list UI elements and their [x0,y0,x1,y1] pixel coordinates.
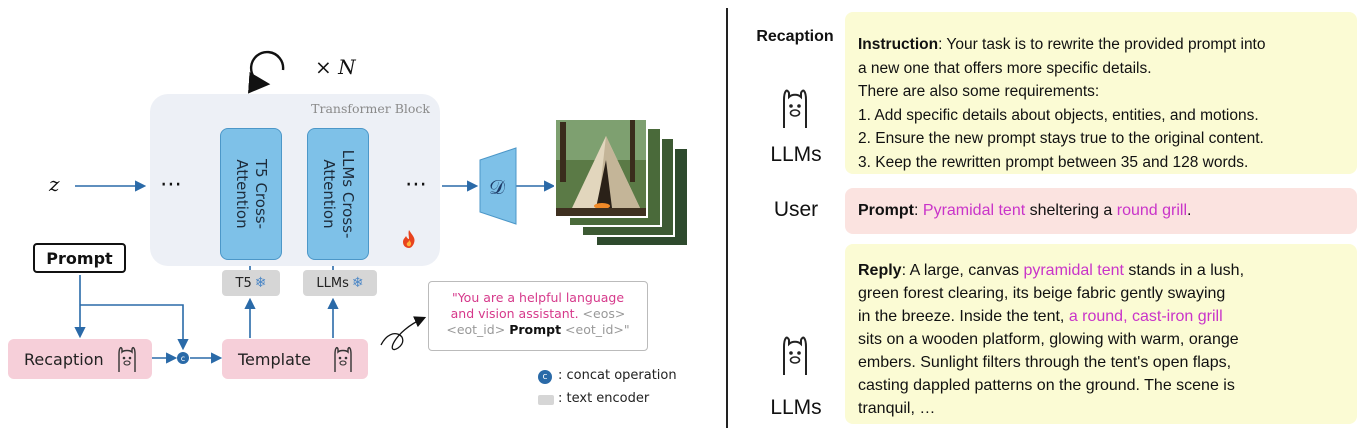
prompt-panel: Prompt: Pyramidal tent sheltering a roun… [845,188,1357,234]
template-text-box: "You are a helpful language and vision a… [428,281,648,351]
recaption-title: Recaption [756,28,834,45]
prompt-highlight-tent: Pyramidal tent [922,202,1026,219]
snowflake-icon: ❄ [254,275,267,291]
instruction-line: 2. Ensure the new prompt stays true to t… [858,130,1264,147]
video-frames [554,118,689,247]
prompt-heading: Prompt [858,202,914,219]
reply-text: casting dappled patterns on the ground. … [858,377,1235,394]
instruction-panel: Instruction: Your task is to rewrite the… [845,12,1357,174]
reply-heading: Reply [858,262,902,279]
reply-text: tranquil, … [858,400,936,417]
svg-text:c: c [181,354,185,363]
template-text-line2: and vision assistant. [450,306,579,321]
llms-cross-attention-label: LLMs Cross-Attention [320,149,357,239]
template-eot-close: <eot_id>" [565,322,630,337]
link-arrow-icon [380,316,427,351]
user-label: User [773,198,819,221]
template-prompt-token: Prompt [509,322,562,337]
reply-text: stands in a lush, [1123,262,1245,279]
llama-icon [334,346,352,372]
ellipsis-right: ⋯ [405,172,427,197]
recaption-box: Recaption [8,339,152,379]
prompt-middle: sheltering a [1025,202,1117,219]
reply-panel: Reply: A large, canvas pyramidal tent st… [845,244,1357,424]
instruction-line: 3. Keep the rewritten prompt between 35 … [858,153,1249,171]
reply-text: in the breeze. Inside the tent, [858,308,1069,325]
t5-encoder-label: T5 [235,275,252,291]
template-eot-open: <eot_id> [446,322,506,337]
llms-label-bottom: LLMs [770,396,822,419]
llms-cross-attention-block: LLMs Cross-Attention [307,128,369,260]
ellipsis-left: ⋯ [160,172,182,197]
instruction-line: : Your task is to rewrite the provided p… [938,36,1266,53]
flame-icon [402,230,416,248]
legend-concat-icon: c [538,370,552,384]
legend-concat-label: : concat operation [558,368,677,383]
repeat-count-label: × N [315,55,356,79]
template-box: Template [222,339,368,379]
legend-encoder-swatch [538,395,554,405]
llms-label-top: LLMs [770,143,822,166]
architecture-arrows: c [74,50,689,364]
legend-encoder-label: : text encoder [558,391,650,406]
reply-text: green forest clearing, its beige fabric … [858,285,1226,302]
llms-encoder: LLMs❄ [303,270,377,296]
transformer-block [150,94,440,266]
instruction-line: There are also some requirements: [858,83,1100,100]
loop-arrow-icon [247,50,285,94]
template-text-line1: "You are a helpful language [451,290,625,305]
t5-cross-attention-label: T5 Cross-Attention [233,158,270,229]
reply-text: embers. Sunlight filters through the ten… [858,354,1232,371]
llama-icon [783,89,807,128]
concat-node [177,352,189,364]
panel-divider [726,8,728,428]
reply-text: : A large, canvas [901,262,1024,279]
transformer-block-title: Transformer Block [311,101,430,116]
t5-cross-attention-block: T5 Cross-Attention [220,128,282,260]
llama-icon [118,346,136,372]
llms-encoder-label: LLMs [316,275,349,291]
prompt-colon: : [914,202,923,219]
t5-encoder: T5❄ [222,270,280,296]
reply-highlight-grill: a round, cast-iron grill [1068,308,1223,325]
snowflake-icon: ❄ [351,275,364,291]
prompt-highlight-grill: round grill [1116,202,1188,219]
instruction-heading: Instruction [858,36,939,53]
decoder-symbol: 𝒟 [489,175,505,199]
recaption-label: Recaption [24,349,104,369]
decoder-shape [479,147,517,225]
reply-highlight-tent: pyramidal tent [1023,262,1124,279]
reply-text: sits on a wooden platform, glowing with … [858,331,1239,348]
prompt-end: . [1187,202,1192,219]
llama-icon [783,336,807,375]
template-label: Template [238,349,312,369]
template-eos-token: <eos> [582,306,626,321]
latent-input-symbol: z [49,172,60,196]
instruction-line: a new one that offers more specific deta… [858,59,1152,77]
prompt-input-box: Prompt [33,243,126,273]
instruction-line: 1. Add specific details about objects, e… [858,106,1259,124]
